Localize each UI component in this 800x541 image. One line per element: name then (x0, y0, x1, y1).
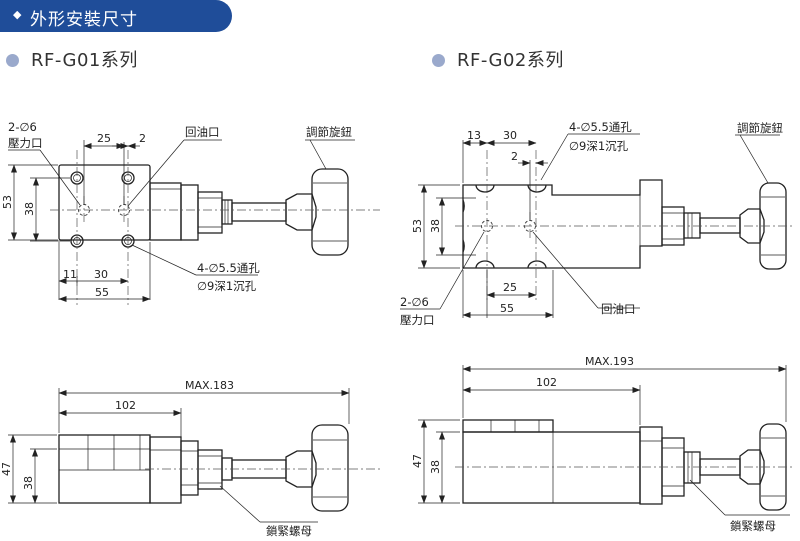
dim-max: MAX.193 (585, 355, 634, 368)
series-g02-text: RF-G02系列 (457, 50, 564, 71)
section-header: ◆ 外形安裝尺寸 (0, 0, 232, 32)
dim-55: 55 (500, 302, 514, 315)
dim-38: 38 (429, 219, 442, 233)
g02-side-view: MAX.193 102 47 38 鎖緊螺母 (411, 355, 795, 533)
g02-return-port-label: 回油口 (601, 302, 636, 316)
dim-2: 2 (511, 150, 518, 163)
bullet-dot-icon (432, 54, 445, 67)
dim-25: 25 (503, 281, 517, 294)
dim-11: 11 (63, 268, 77, 281)
g01-side-view: MAX.183 102 47 38 鎖緊螺母 (0, 379, 380, 538)
dim-53: 53 (1, 195, 14, 209)
dim-max: MAX.183 (185, 379, 234, 392)
dim-38: 38 (22, 476, 35, 490)
series-g01-text: RF-G01系列 (31, 50, 138, 71)
diamond-icon: ◆ (13, 8, 22, 21)
g02-top-view: 13 30 2 53 38 25 55 4-∅5.5通孔 ∅9深1沉孔 調節旋鈕 (400, 120, 795, 327)
dim-38: 38 (23, 202, 36, 216)
series-label-g02: RF-G02系列 (432, 46, 564, 72)
dim-47: 47 (0, 462, 13, 476)
dim-30: 30 (94, 268, 108, 281)
g01-return-port-label: 回油口 (185, 125, 220, 139)
g01-counterbore-label: ∅9深1沉孔 (197, 279, 257, 293)
g02-lock-nut-label: 鎖緊螺母 (730, 519, 776, 533)
g01-port-holes-label: 2-∅6 (8, 120, 37, 134)
dim-38: 38 (429, 460, 442, 474)
dim-102: 102 (536, 376, 557, 389)
g01-pressure-port-label: 壓力口 (8, 136, 43, 150)
series-label-g01: RF-G01系列 (6, 46, 138, 72)
g02-counterbore-label: ∅9深1沉孔 (569, 139, 629, 153)
dim-25: 25 (97, 132, 111, 145)
dim-53: 53 (411, 219, 424, 233)
dim-2: 2 (139, 132, 146, 145)
dim-13: 13 (467, 129, 481, 142)
g01-mount-holes-label: 4-∅5.5通孔 (197, 261, 260, 275)
dim-102: 102 (115, 399, 136, 412)
g01-top-view: 25 2 53 38 11 30 55 2-∅6 壓力口 回油口 調節旋鈕 (1, 120, 380, 305)
dim-55: 55 (95, 286, 109, 299)
g01-lock-nut-label: 鎖緊螺母 (266, 524, 312, 538)
g02-adjust-knob-label: 調節旋鈕 (737, 121, 783, 135)
dim-30: 30 (503, 129, 517, 142)
g02-mount-holes-label: 4-∅5.5通孔 (569, 120, 632, 134)
g02-port-holes-label: 2-∅6 (400, 295, 429, 309)
g02-pressure-port-label: 壓力口 (400, 313, 435, 327)
section-title: 外形安裝尺寸 (30, 10, 138, 30)
bullet-dot-icon (6, 54, 19, 67)
dim-47: 47 (411, 454, 424, 468)
g01-adjust-knob-label: 調節旋鈕 (306, 125, 352, 139)
